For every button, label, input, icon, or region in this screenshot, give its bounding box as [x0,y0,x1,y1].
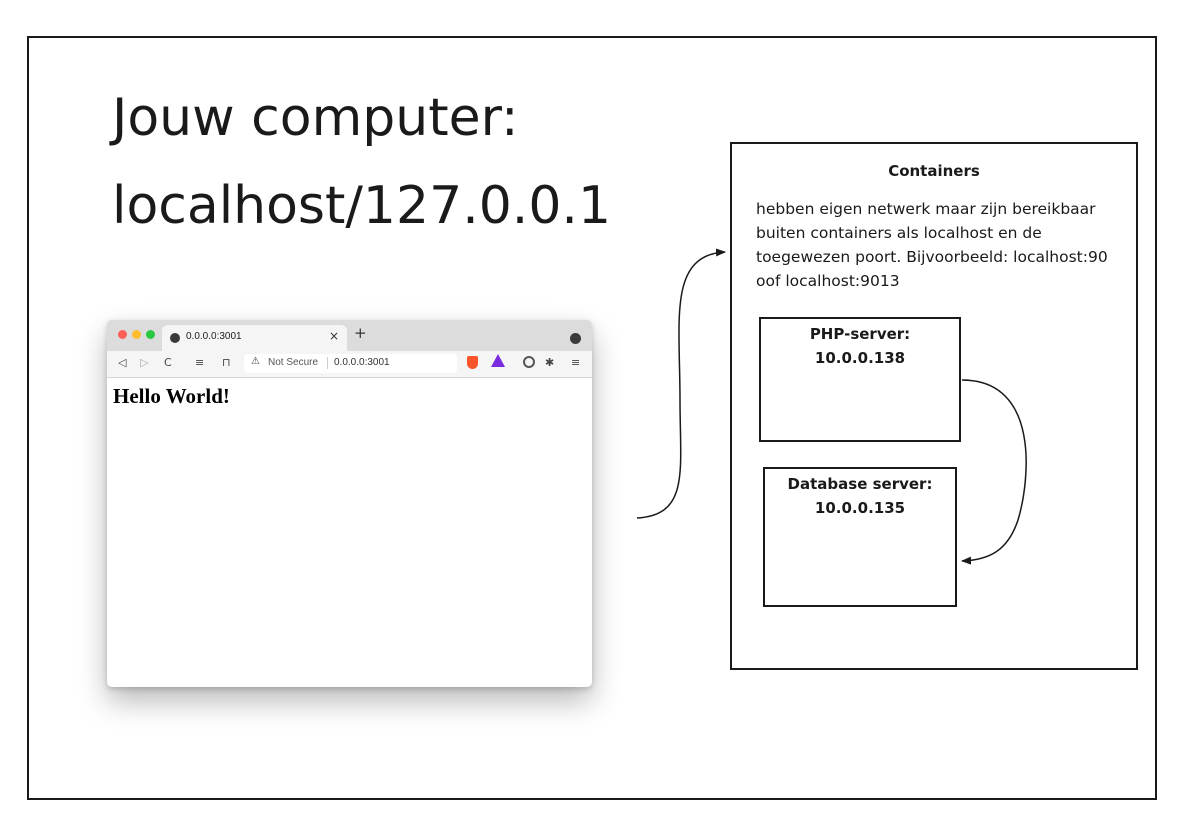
url-separator [327,357,328,369]
tab-close-icon[interactable]: × [329,329,340,343]
new-tab-button[interactable]: + [354,324,367,342]
page-heading: Hello World! [113,384,230,408]
php-server-ip: 10.0.0.138 [814,349,906,367]
maximize-window-button[interactable] [146,330,155,339]
hamburger-menu-icon[interactable]: ≡ [571,356,581,369]
address-bar[interactable]: ⚠ Not Secure 0.0.0.0:3001 [244,354,457,373]
containers-description: hebben eigen netwerk maar zijn bereikbaa… [756,200,1108,290]
containers-box: Containers hebben eigen netwerk maar zij… [730,142,1138,670]
not-secure-label: Not Secure [268,357,319,368]
reload-icon[interactable]: C [164,356,172,369]
computer-title: Jouw computer: [112,88,519,148]
diagram-frame [27,36,1157,800]
browser-window: 0.0.0.0:3001 × + ◁ ▷ C ≡ ⊓ ⚠ Not Secure … [107,320,592,687]
warning-icon: ⚠ [251,356,260,367]
php-server-box: PHP-server: 10.0.0.138 [759,317,961,442]
url-text[interactable]: 0.0.0.0:3001 [334,357,390,368]
globe-icon [170,333,180,343]
minimize-window-button[interactable] [132,330,141,339]
bookmark-icon[interactable]: ⊓ [222,356,231,369]
reader-mode-icon[interactable]: ≡ [195,356,205,369]
database-server-label: Database server: [787,475,933,493]
browser-tab-bar: 0.0.0.0:3001 × + [107,320,592,351]
close-window-button[interactable] [118,330,127,339]
containers-title: Containers [888,162,980,180]
puzzle-icon[interactable]: ✱ [545,356,555,369]
brave-shields-icon[interactable] [467,356,478,369]
database-server-ip: 10.0.0.135 [814,499,906,517]
database-server-box: Database server: 10.0.0.135 [763,467,957,607]
browser-toolbar: ◁ ▷ C ≡ ⊓ ⚠ Not Secure 0.0.0.0:3001 ✱ ≡ [107,351,592,378]
tab-title: 0.0.0.0:3001 [186,331,242,342]
extension-icon[interactable] [523,356,535,368]
profile-menu-icon[interactable] [570,333,581,344]
brave-rewards-icon[interactable] [491,354,505,367]
localhost-address: localhost/127.0.0.1 [112,176,612,236]
browser-tab[interactable]: 0.0.0.0:3001 × [162,325,347,351]
back-icon[interactable]: ◁ [118,356,127,369]
forward-icon[interactable]: ▷ [140,356,149,369]
php-server-label: PHP-server: [809,325,911,343]
